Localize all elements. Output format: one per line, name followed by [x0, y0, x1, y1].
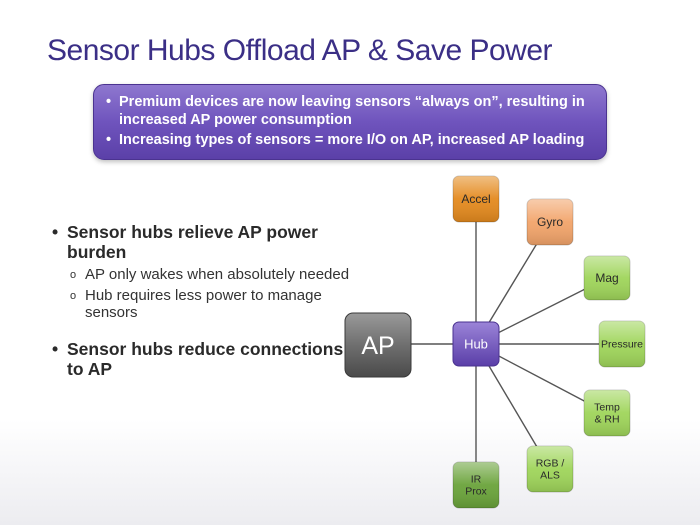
connector-lines: [411, 199, 622, 485]
bullet-dot: •: [52, 222, 59, 242]
sensor-label-mag: Mag: [595, 271, 618, 285]
context-callout: Premium devices are now leaving sensors …: [93, 84, 607, 160]
sensor-label-temp-rh: Temp& RH: [594, 402, 620, 426]
bullet-relieve-power: • Sensor hubs relieve AP power burden: [52, 222, 318, 262]
sub-bullet-marker: o: [70, 290, 77, 302]
slide-title: Sensor Hubs Offload AP & Save Power: [47, 34, 553, 67]
callout-item-always-on: Premium devices are now leaving sensors …: [106, 93, 596, 129]
callout-item-more-io: Increasing types of sensors = more I/O o…: [106, 131, 596, 149]
hub-node: [452, 321, 500, 367]
ap-node: [344, 312, 412, 378]
key-points: • Sensor hubs relieve AP power burden o …: [52, 222, 352, 379]
bullet-reduce-connections: • Sensor hubs reduce connections to AP: [52, 339, 344, 379]
ap-label: AP: [361, 332, 394, 360]
sensor-label-accel: Accel: [461, 192, 490, 206]
sensor-label-rgb-als: RGB /ALS: [536, 458, 565, 482]
sub-bullet-ap-wakes: o AP only wakes when absolutely needed: [70, 266, 350, 283]
sub-bullet-marker: o: [70, 269, 77, 281]
sub-bullet-hub-power: o Hub requires less power to manage sens…: [70, 287, 322, 321]
sensor-label-gyro: Gyro: [537, 215, 563, 229]
bullet-dot: •: [52, 339, 59, 359]
hub-label: Hub: [464, 337, 488, 352]
sensor-label-pressure: Pressure: [601, 339, 643, 351]
